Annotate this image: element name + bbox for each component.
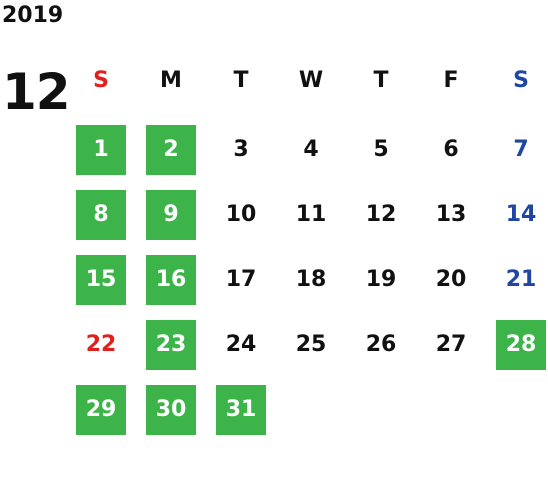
day-cell[interactable]: 7 [513,137,529,162]
day-cell[interactable]: 2 [146,125,196,175]
day-cell[interactable]: 29 [76,385,126,435]
day-cell[interactable]: 18 [295,267,327,292]
day-cell[interactable]: 14 [505,202,537,227]
day-cell[interactable]: 23 [146,320,196,370]
day-cell[interactable]: 16 [146,255,196,305]
day-cell[interactable]: 6 [443,137,459,162]
day-cell[interactable]: 21 [505,267,537,292]
weekday-label: T [373,68,389,93]
weekday-label: F [443,68,459,93]
day-cell[interactable]: 4 [303,137,319,162]
day-cell[interactable]: 24 [225,332,257,357]
day-cell[interactable]: 27 [435,332,467,357]
day-cell[interactable]: 9 [146,190,196,240]
day-cell[interactable]: 26 [365,332,397,357]
weekday-label: W [298,68,324,93]
day-cell[interactable]: 28 [496,320,546,370]
year-label: 2019 [2,3,64,28]
weekday-label: S [513,68,529,93]
day-cell[interactable]: 25 [295,332,327,357]
month-number: 12 [2,63,71,121]
day-cell[interactable]: 17 [225,267,257,292]
day-cell[interactable]: 8 [76,190,126,240]
day-cell[interactable]: 1 [76,125,126,175]
day-cell[interactable]: 11 [295,202,327,227]
day-cell[interactable]: 30 [146,385,196,435]
weekday-label: S [93,68,109,93]
day-cell[interactable]: 13 [435,202,467,227]
day-cell[interactable]: 5 [373,137,389,162]
day-cell[interactable]: 22 [85,332,117,357]
day-cell[interactable]: 3 [233,137,249,162]
day-cell[interactable]: 19 [365,267,397,292]
day-cell[interactable]: 31 [216,385,266,435]
day-cell[interactable]: 12 [365,202,397,227]
day-cell[interactable]: 15 [76,255,126,305]
weekday-label: M [160,68,182,93]
day-cell[interactable]: 20 [435,267,467,292]
day-cell[interactable]: 10 [225,202,257,227]
weekday-label: T [233,68,249,93]
